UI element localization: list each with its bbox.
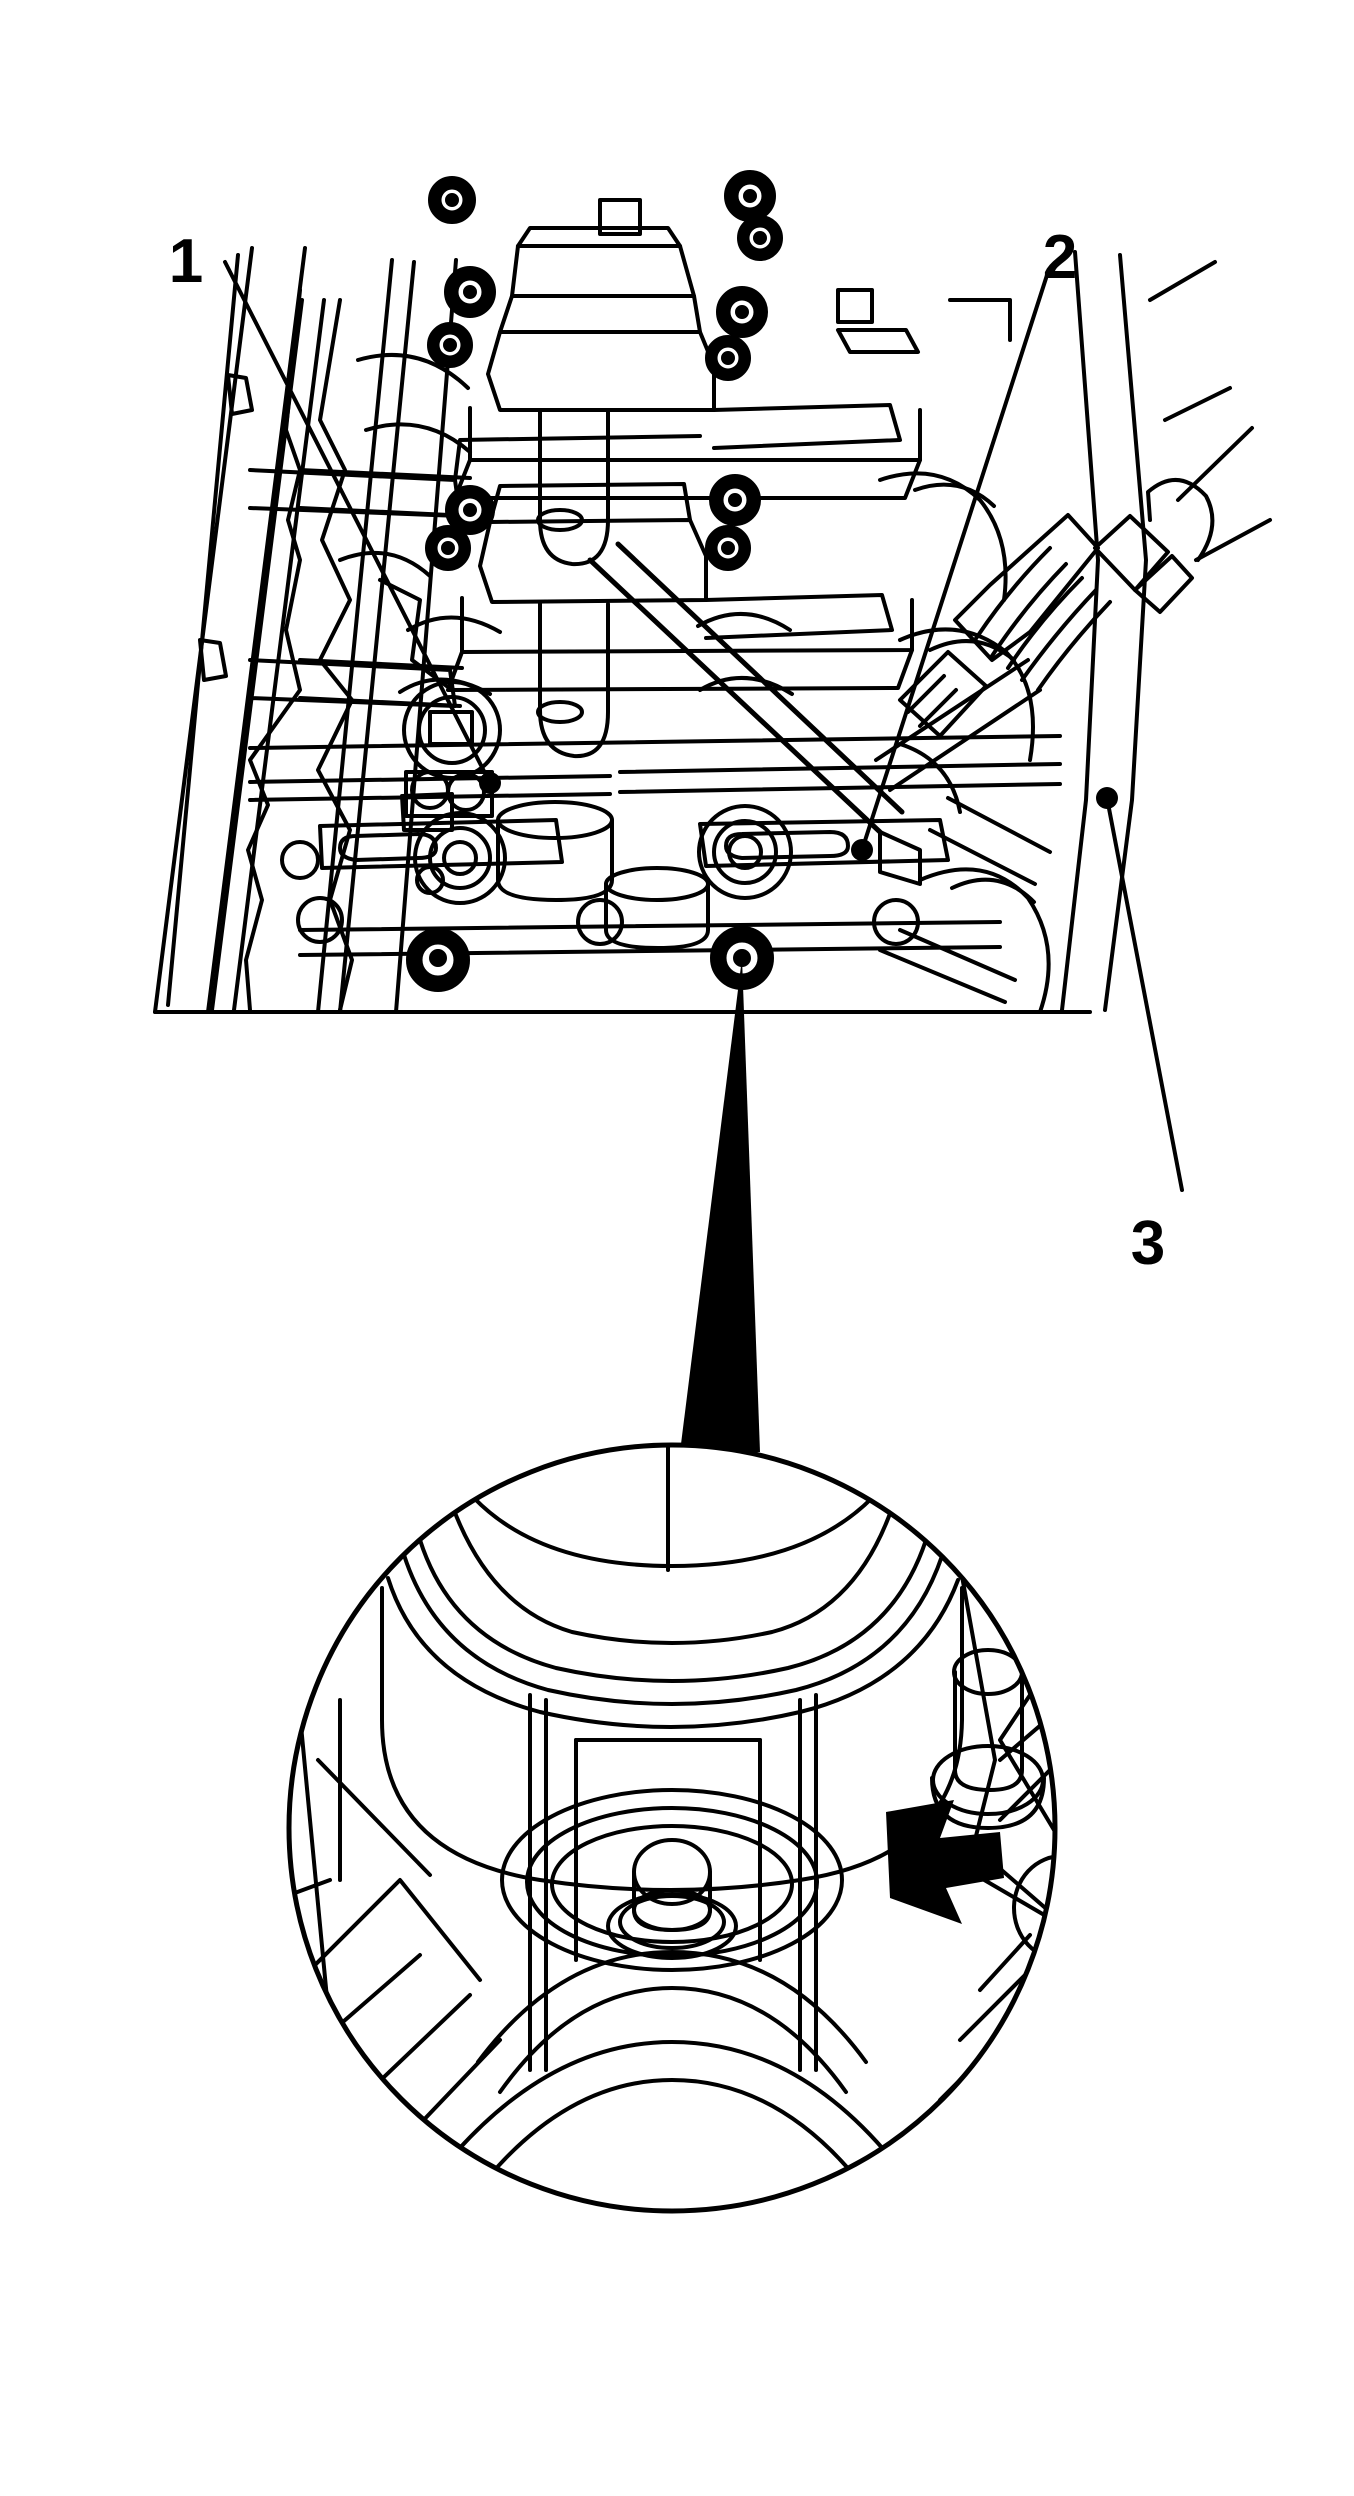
bolt-head xyxy=(445,485,495,535)
bolt-head xyxy=(425,525,471,571)
valve-stem-tip xyxy=(606,1838,738,1960)
callout-3-leader-line xyxy=(1105,796,1184,1192)
engine-bay-frame xyxy=(153,246,1232,1014)
bolt-head xyxy=(737,215,783,261)
callout-1-leader-dot xyxy=(479,772,501,794)
cam-lobe-bosses xyxy=(296,611,920,946)
bolt-head xyxy=(428,176,476,224)
detail-leader-wedge xyxy=(680,958,760,1452)
callout-2-leader-line xyxy=(860,270,1050,852)
callout-3-leader-dot xyxy=(1096,787,1118,809)
injector-pipe xyxy=(587,541,922,886)
callout-3-leader xyxy=(1096,787,1184,1192)
lower-deck-arcs xyxy=(456,1950,886,2182)
bolt-head xyxy=(724,170,776,222)
valve-cover-seams xyxy=(248,734,1062,957)
left-chamfer xyxy=(316,1698,432,1882)
detail-circle-contents xyxy=(289,1445,1055,2211)
callout-2-label: 2 xyxy=(1043,223,1077,292)
cylinder-head-bolt-group xyxy=(406,170,783,992)
detail-magnifier-circle xyxy=(286,1442,1058,2214)
detail-pointer-arrow xyxy=(886,1800,1004,1924)
callout-2-leader-dot xyxy=(851,839,873,861)
sensor-boot-connector xyxy=(874,426,1272,886)
cast-bosses xyxy=(496,800,710,950)
callout-3-label: 3 xyxy=(1131,1209,1165,1278)
small-features xyxy=(280,198,1012,895)
bolt-head xyxy=(427,322,473,368)
bolt-head xyxy=(406,928,470,992)
callout-1-leader-line xyxy=(223,260,492,785)
bolt-head xyxy=(444,266,496,318)
bolt-head xyxy=(705,335,751,381)
bolt-head xyxy=(705,525,751,571)
callout-leaders xyxy=(223,260,1184,1192)
callout-labels: 1 2 3 xyxy=(169,223,1165,1278)
upper-engine-view xyxy=(153,170,1272,1014)
oil-drain-hole xyxy=(988,1758,1055,1992)
callout-1-label: 1 xyxy=(169,227,203,296)
callout-2-leader xyxy=(851,270,1050,861)
fuel-injection-lines xyxy=(210,258,472,1014)
bolt-head xyxy=(716,286,768,338)
callout-1-leader xyxy=(223,260,501,794)
bolt-head xyxy=(709,474,761,526)
